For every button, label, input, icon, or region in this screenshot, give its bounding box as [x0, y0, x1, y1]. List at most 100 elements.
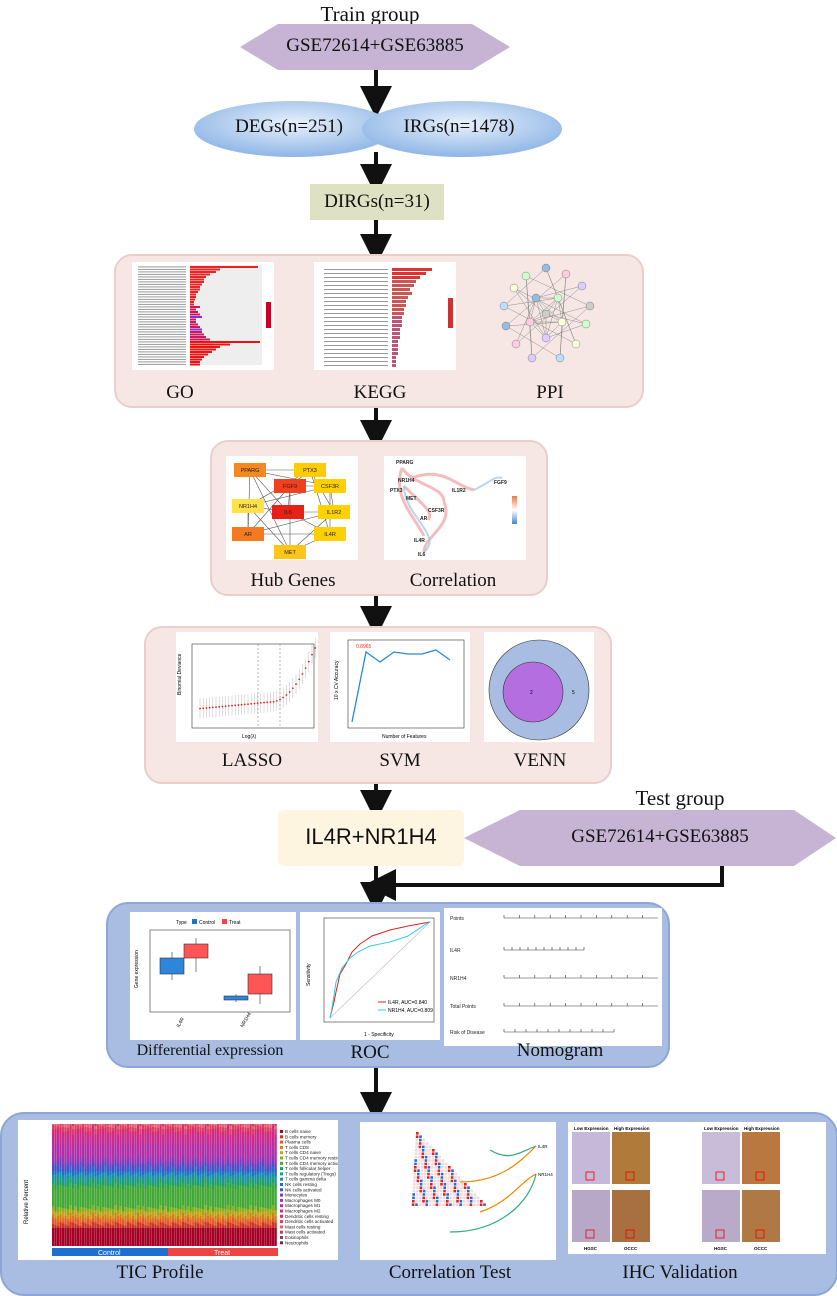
svg-text:Risk of Disease: Risk of Disease [450, 1030, 485, 1036]
svg-text:Total Points: Total Points [450, 1004, 476, 1010]
ihc-validation-label: IHC Validation [622, 1262, 738, 1283]
svg-text:OCCC: OCCC [754, 1246, 768, 1251]
svg-text:Plasma cells: Plasma cells [285, 1140, 311, 1145]
svg-text:IL4R: IL4R [176, 1016, 187, 1028]
result-box [278, 810, 464, 866]
hub-genes-label: Hub Genes [250, 570, 336, 591]
svg-text:IL4R: IL4R [538, 1144, 548, 1149]
svg-text:Control: Control [199, 920, 215, 926]
degs-label: DEGs(n=251) [235, 116, 343, 137]
lasso-label: LASSO [221, 750, 283, 771]
lasso-plot: Binomial Deviance Log(λ) [176, 632, 318, 742]
svg-text:NR1H4: NR1H4 [239, 504, 257, 510]
svg-text:IL1R2: IL1R2 [327, 510, 342, 516]
svg-text:T cells CD8: T cells CD8 [285, 1145, 309, 1150]
svg-text:NR1H4: NR1H4 [450, 976, 467, 982]
svg-text:IL4R, AUC=0.840: IL4R, AUC=0.840 [388, 1000, 427, 1006]
svg-text:PPARG: PPARG [241, 468, 260, 474]
svg-text:1 - Specificity: 1 - Specificity [364, 1032, 394, 1038]
svg-text:IL6: IL6 [418, 552, 425, 558]
svg-text:Gene expression: Gene expression [134, 950, 140, 988]
dirgs-label: DIRGs(n=31) [324, 191, 430, 212]
svg-text:Points: Points [450, 916, 464, 922]
correlation-test-label: Correlation Test [388, 1262, 512, 1283]
svg-text:PPARG: PPARG [396, 460, 414, 466]
svg-text:CSF3R: CSF3R [428, 508, 445, 514]
tic-profile-chart: Control Treat Relative Percent B cells n… [18, 1120, 338, 1260]
correlation-test-heatmap: IL4R NR1H4 [360, 1122, 556, 1260]
kegg-bar-chart [314, 262, 456, 370]
svg-text:AR: AR [420, 516, 428, 522]
train-dataset-hexagon [240, 24, 510, 70]
svg-text:Macrophages M2: Macrophages M2 [285, 1209, 321, 1214]
svg-text:Macrophages M1: Macrophages M1 [285, 1203, 321, 1208]
svg-text:T cells CD4 memory activated: T cells CD4 memory activated [285, 1161, 338, 1166]
svg-text:Neutrophils: Neutrophils [285, 1240, 309, 1245]
svm-xlabel: Number of Features [382, 734, 427, 740]
svg-text:Dendritic cells activated: Dendritic cells activated [285, 1219, 334, 1224]
svg-text:Treat: Treat [214, 1250, 230, 1257]
ihc-validation-images: Low Expression High Expression Low Express… [568, 1122, 826, 1254]
svg-text:Treat: Treat [229, 920, 241, 926]
svg-text:T cells CD4 naive: T cells CD4 naive [285, 1150, 321, 1155]
svg-text:Type: Type [176, 920, 187, 926]
svg-text:NR1H4: NR1H4 [398, 478, 415, 484]
svg-text:Low Expression: Low Expression [574, 1126, 609, 1131]
svg-text:Sensitivity: Sensitivity [306, 963, 312, 986]
svg-text:Macrophages M0: Macrophages M0 [285, 1198, 321, 1203]
svg-text:High Expression: High Expression [744, 1126, 780, 1131]
tic-profile-label: TIC Profile [116, 1262, 204, 1283]
venn-label: VENN [513, 750, 567, 771]
svg-text:Mast cells activated: Mast cells activated [285, 1230, 326, 1235]
svg-text:FGF9: FGF9 [494, 480, 507, 486]
svg-text:OCCC: OCCC [624, 1246, 638, 1251]
dirgs-box [310, 184, 444, 220]
degs-irgs-ellipses [194, 101, 562, 157]
svg-text:0.8965: 0.8965 [356, 644, 372, 650]
train-dataset-label: GSE72614+GSE63885 [286, 35, 464, 56]
svg-text:Relative Percent: Relative Percent [24, 1180, 30, 1224]
svg-text:Mast cells resting: Mast cells resting [285, 1224, 321, 1229]
svg-text:Low Expression: Low Expression [704, 1126, 739, 1131]
nomogram-label: Nomogram [516, 1040, 604, 1061]
svm-plot: 0.8965 10 x CV Accuracy Number of Featur… [330, 632, 470, 742]
svm-label: SVM [379, 750, 421, 771]
nomogram: Points IL4R NR1H4 Total Points Risk of D… [444, 908, 662, 1046]
go-label: GO [166, 382, 194, 403]
lasso-ylabel: Binomial Deviance [177, 653, 183, 695]
roc-label: ROC [350, 1042, 390, 1063]
svg-text:PTX3: PTX3 [303, 468, 317, 474]
test-dataset-hexagon [464, 810, 836, 866]
differential-expression-boxplot: Type Control Treat Gene expression IL4R … [130, 912, 296, 1040]
svg-text:B cells memory: B cells memory [285, 1134, 317, 1139]
go-bar-chart [132, 262, 274, 370]
svg-text:NK cells activated: NK cells activated [285, 1187, 322, 1192]
svg-text:Monocytes: Monocytes [285, 1193, 308, 1198]
roc-curve: IL4R, AUC=0.840 NR1H4, AUC=0.809 1 - Spe… [300, 912, 440, 1040]
diff-expression-label: Differential expression [136, 1042, 284, 1059]
svg-text:MET: MET [406, 496, 417, 502]
svg-text:High Expression: High Expression [614, 1126, 650, 1131]
svg-text:T cells gamma delta: T cells gamma delta [285, 1177, 326, 1182]
train-group-title: Train group [320, 2, 420, 26]
ppi-label: PPI [536, 382, 564, 403]
svg-text:T cells regulatory (Tregs): T cells regulatory (Tregs) [285, 1171, 336, 1176]
svg-text:IL4R: IL4R [414, 538, 425, 544]
svg-text:HGSC: HGSC [584, 1246, 598, 1251]
svg-text:5: 5 [572, 690, 575, 696]
svg-text:AR: AR [244, 532, 252, 538]
test-dataset-label: GSE72614+GSE63885 [571, 826, 749, 847]
svm-ylabel: 10 x CV Accuracy [334, 660, 340, 700]
svg-text:IL1R2: IL1R2 [452, 488, 466, 494]
ppi-network [499, 263, 595, 363]
svg-text:IL6: IL6 [284, 510, 292, 516]
svg-text:NR1H4: NR1H4 [538, 1172, 553, 1177]
svg-text:Control: Control [98, 1250, 121, 1257]
svg-text:NR1H4, AUC=0.809: NR1H4, AUC=0.809 [388, 1008, 433, 1014]
svg-text:Eosinophils: Eosinophils [285, 1235, 309, 1240]
svg-text:2: 2 [530, 690, 533, 696]
svg-text:IL4R: IL4R [324, 532, 336, 538]
svg-text:HGSC: HGSC [714, 1246, 728, 1251]
